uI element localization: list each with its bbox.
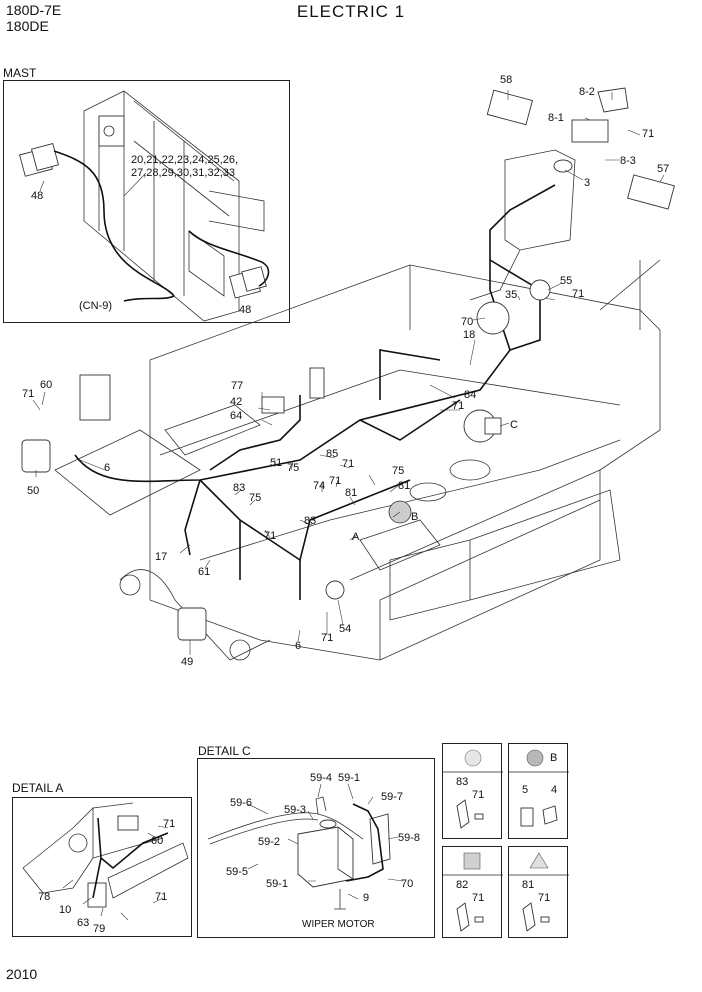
callout-71-top: 71	[642, 128, 655, 140]
legend-dotted-square-part-71: 71	[472, 892, 485, 904]
callout-75-c: 75	[249, 492, 262, 504]
callout-42: 42	[230, 396, 243, 408]
callout-71-left: 71	[22, 388, 35, 400]
legend-triangle-part-71: 71	[538, 892, 551, 904]
detail-c-callout-9: 9	[363, 892, 370, 904]
callout-81-right: 81	[398, 480, 411, 492]
detail-a-callout-63: 63	[77, 917, 90, 929]
legend-fine-circle-panel: 83 71	[442, 743, 503, 839]
detail-a-callout-78: 78	[38, 891, 51, 903]
callout-C: C	[510, 419, 518, 431]
callout-6-lower: 6	[295, 640, 302, 652]
legend-coarse-circle-part-5: 5	[522, 784, 529, 796]
legend-dotted-square-panel: 82 71	[442, 846, 503, 938]
mast-title: MAST	[3, 66, 37, 80]
legend-fine-circle-drawing	[443, 749, 503, 829]
callout-8-1: 8-1	[548, 112, 564, 124]
callout-71-starter: 71	[572, 288, 585, 300]
detail-c-callout-59-6: 59-6	[230, 797, 253, 809]
legend-dotted-square-drawing	[443, 852, 503, 932]
callout-51: 51	[270, 457, 283, 469]
callout-64: 64	[230, 410, 243, 422]
mast-inset-panel: 20,21,22,23,24,25,26, 27,28,29,30,31,32,…	[3, 80, 290, 323]
detail-a-panel: 60 71 78 10 63 79 71	[12, 797, 192, 937]
callout-8-3: 8-3	[620, 155, 636, 167]
callout-71-center: 71	[342, 458, 355, 470]
detail-c-callout-59-4: 59-4	[310, 772, 333, 784]
legend-triangle-panel: 81 71	[508, 846, 569, 938]
callout-85: 85	[326, 448, 339, 460]
callout-50: 50	[27, 485, 40, 497]
callout-35: 35	[505, 289, 518, 301]
callout-55: 55	[560, 275, 573, 287]
callout-3: 3	[584, 177, 591, 189]
mast-drawing	[19, 90, 270, 322]
mast-callout-48-right: 48	[239, 304, 252, 316]
callout-58: 58	[500, 74, 513, 86]
callout-83-lower: 83	[304, 515, 317, 527]
detail-c-callout-59-8: 59-8	[398, 832, 421, 844]
callout-8-2: 8-2	[579, 86, 595, 98]
legend-coarse-circle-panel: B 5 4	[508, 743, 569, 839]
detail-c-callout-59-1-top: 59-1	[338, 772, 361, 784]
legend-triangle-part-81: 81	[522, 879, 535, 891]
detail-c-callout-59-5: 59-5	[226, 866, 249, 878]
mast-callout-parts-b: 27,28,29,30,31,32,33	[131, 167, 235, 179]
detail-a-callout-71-top: 71	[163, 818, 176, 830]
page-number: 2010	[6, 966, 38, 982]
callout-71-mid: 71	[329, 475, 342, 487]
detail-a-callout-71-bottom: 71	[155, 891, 168, 903]
legend-triangle-drawing	[509, 852, 569, 932]
callout-71-bottom: 71	[321, 632, 334, 644]
callout-57: 57	[657, 163, 670, 175]
detail-a-drawing	[22, 802, 189, 921]
detail-c-panel: 59-6 59-4 59-1 59-3 59-7 59-2 59-8 59-5 …	[197, 758, 435, 938]
callout-B: B	[411, 511, 419, 523]
mast-callout-parts-a: 20,21,22,23,24,25,26,	[131, 154, 239, 166]
callout-75-a: 75	[287, 462, 300, 474]
callout-17: 17	[155, 551, 168, 563]
callout-49: 49	[181, 656, 194, 668]
detail-c-callout-59-7: 59-7	[381, 791, 404, 803]
detail-a-title: DETAIL A	[12, 781, 64, 795]
detail-c-callout-59-2: 59-2	[258, 836, 281, 848]
callout-84: 84	[464, 389, 477, 401]
detail-c-drawing	[207, 783, 404, 910]
callout-6-upper: 6	[104, 462, 111, 474]
callout-54: 54	[339, 623, 352, 635]
legend-coarse-circle-part-4: 4	[551, 784, 558, 796]
detail-c-callout-70: 70	[401, 878, 414, 890]
legend-dotted-square-part-82: 82	[456, 879, 469, 891]
callout-60: 60	[40, 379, 53, 391]
callout-71-center-right: 71	[452, 400, 465, 412]
detail-c-callout-59-1-bottom: 59-1	[266, 878, 289, 890]
model-number-secondary: 180DE	[6, 18, 49, 34]
mast-callout-connector: (CN-9)	[79, 300, 112, 312]
callout-A: A	[352, 531, 360, 543]
detail-c-callout-59-3: 59-3	[284, 804, 307, 816]
legend-coarse-circle-letter: B	[550, 752, 558, 764]
detail-a-callout-79: 79	[93, 923, 106, 935]
mast-callout-48-left: 48	[31, 190, 44, 202]
legend-fine-circle-part-83: 83	[456, 776, 469, 788]
callout-75-b: 75	[392, 465, 405, 477]
callout-74: 74	[313, 480, 326, 492]
legend-coarse-circle-drawing	[509, 749, 569, 827]
callout-61: 61	[198, 566, 211, 578]
callout-83-upper: 83	[233, 482, 246, 494]
callout-81: 81	[345, 487, 358, 499]
callout-77: 77	[231, 380, 244, 392]
wiper-motor-caption: WIPER MOTOR	[302, 919, 375, 930]
callout-18: 18	[463, 329, 476, 341]
callout-70: 70	[461, 316, 474, 328]
model-number-primary: 180D-7E	[6, 2, 62, 18]
detail-a-callout-60: 60	[151, 835, 164, 847]
legend-fine-circle-part-71: 71	[472, 789, 485, 801]
detail-a-callout-10: 10	[59, 904, 72, 916]
page-title: ELECTRIC 1	[296, 2, 406, 21]
callout-71-lower: 71	[264, 530, 277, 542]
detail-c-title: DETAIL C	[198, 744, 251, 758]
